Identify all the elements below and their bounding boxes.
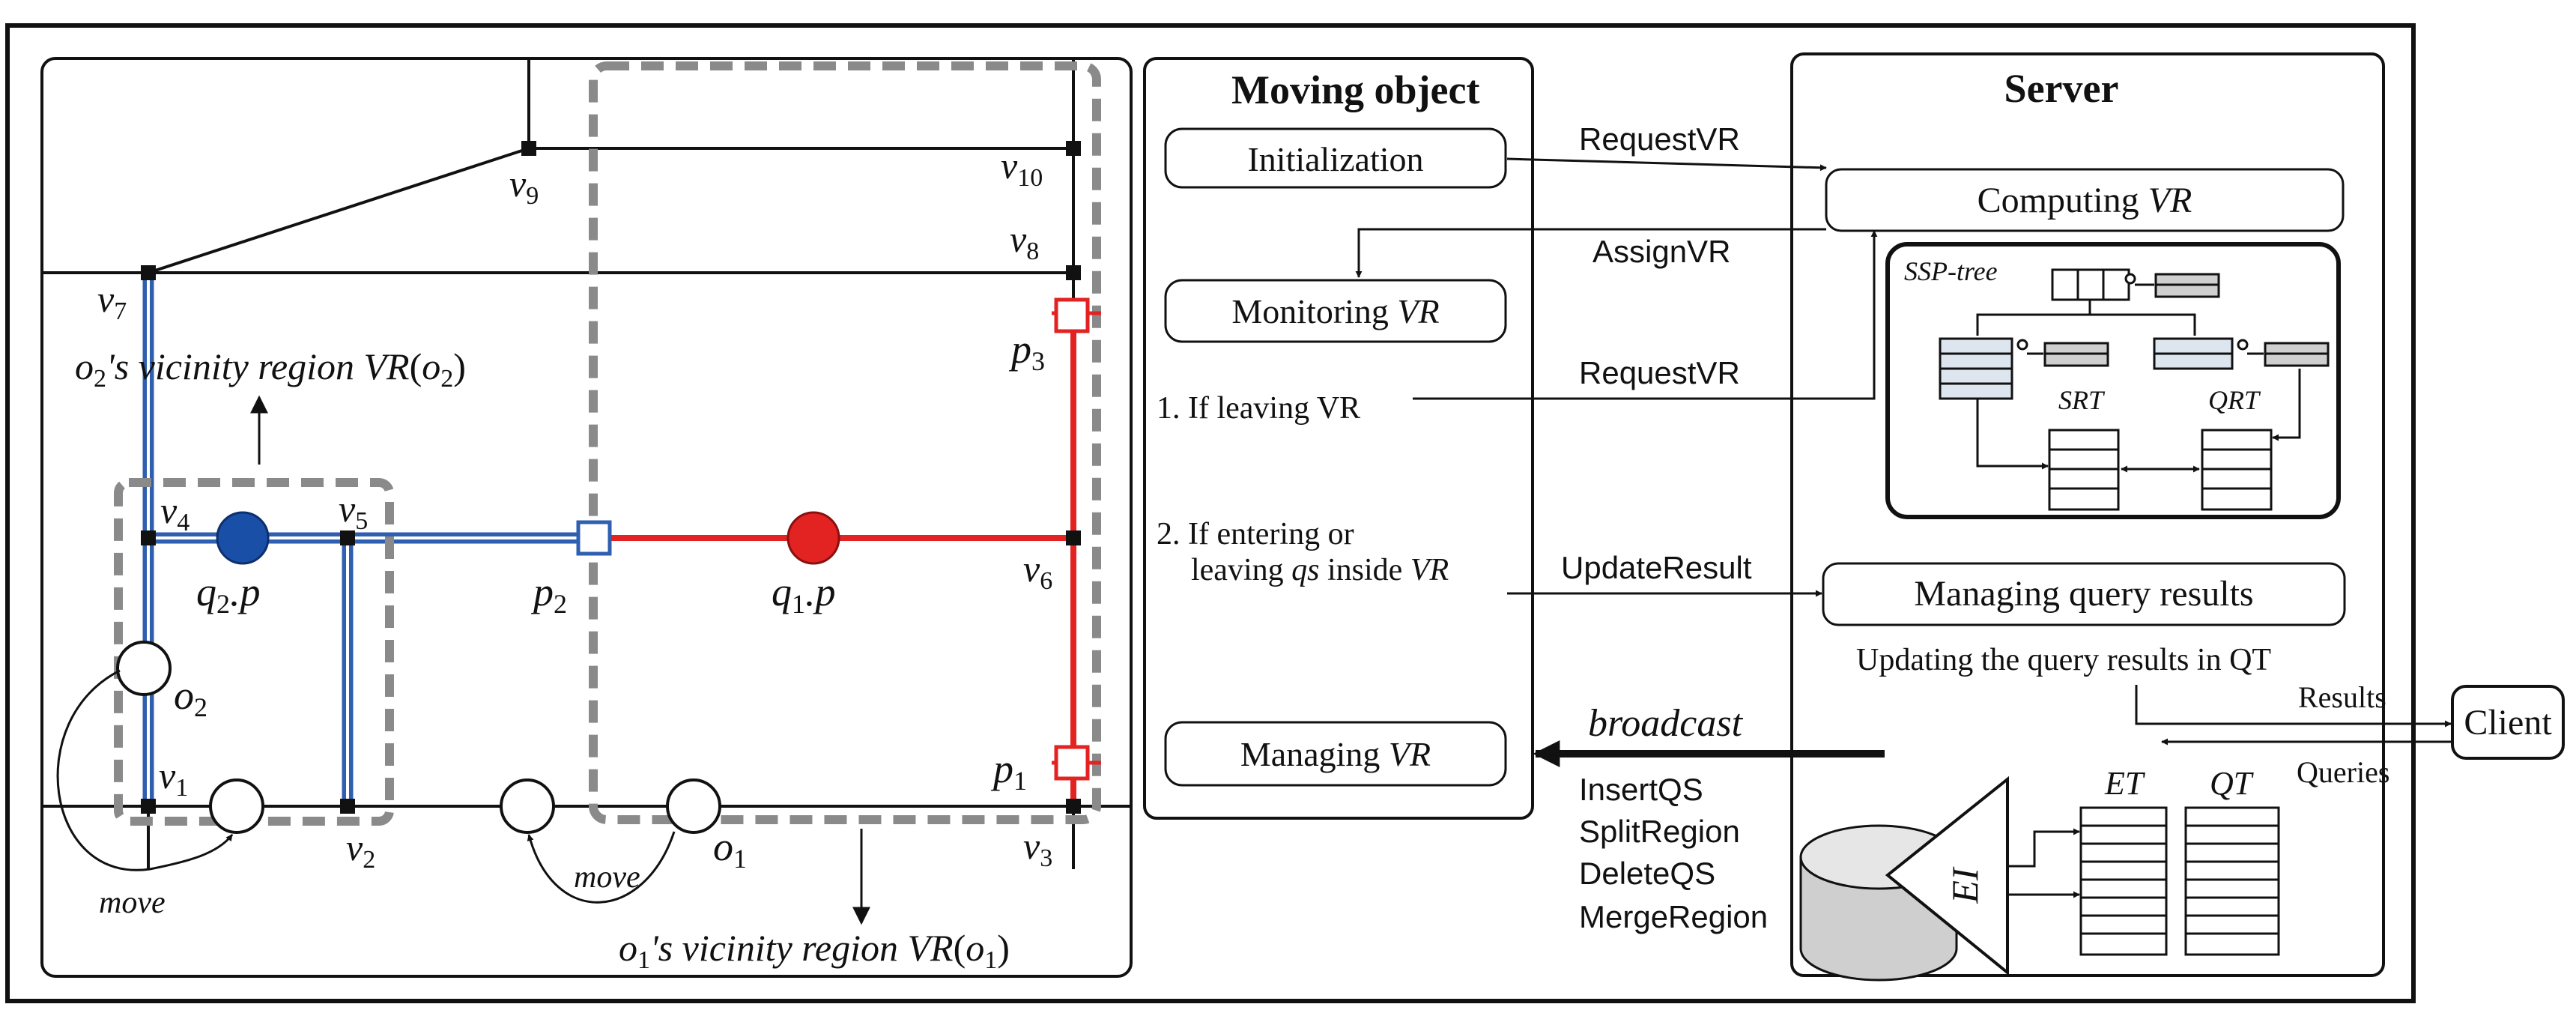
vertex-label-v10: v10 xyxy=(1001,145,1043,192)
moving-object-panel: Moving object Initialization Monitoring … xyxy=(1143,57,1534,820)
et-table xyxy=(2079,806,2168,956)
et-label: ET xyxy=(2104,765,2146,802)
outer-frame xyxy=(5,23,2416,1003)
object-o2-new-circle xyxy=(209,778,264,834)
red-route xyxy=(348,318,1076,806)
request-vr-label-1: RequestVR xyxy=(1579,121,1740,157)
move-label-o1: move xyxy=(574,860,640,895)
qrt-label: QRT xyxy=(2208,385,2261,415)
vertex-labels: v9 v10 v7 v8 v4 v5 v6 v1 v2 v3 xyxy=(97,145,1052,874)
ei-triangle xyxy=(1885,775,2009,976)
managing-vr-label: Managing VR xyxy=(1240,735,1431,773)
road-edges xyxy=(42,58,1131,869)
vicinity-caption-o2: o2's vicinity region VR(o2) xyxy=(75,345,466,393)
monitoring-vr-label: Monitoring VR xyxy=(1231,292,1439,330)
srt-label: SRT xyxy=(2058,385,2106,415)
message-arrows xyxy=(1355,157,1878,597)
object-label-o1: o1 xyxy=(713,824,747,874)
query-point-q1p-marker xyxy=(787,511,840,565)
client-box[interactable] xyxy=(2451,685,2565,760)
vertex-label-v2: v2 xyxy=(346,826,375,874)
managing-vr-box[interactable] xyxy=(1164,721,1507,787)
object-o1-new-circle xyxy=(500,778,555,834)
vertex-label-v6: v6 xyxy=(1023,548,1052,595)
managing-query-results-box[interactable] xyxy=(1822,562,2346,626)
broadcast-item-deleteqs: DeleteQS xyxy=(1579,856,1715,891)
point-p2-marker xyxy=(576,520,612,556)
broadcast-item-insertqs: InsertQS xyxy=(1579,772,1703,807)
moving-object-title: Moving object xyxy=(1231,67,1479,112)
ssp-tree-label: SSP-tree xyxy=(1904,256,1998,286)
client-label: Client xyxy=(2464,703,2552,743)
ssp-root-node xyxy=(2051,268,2220,301)
query-point-label-q1p: q1.p xyxy=(772,569,836,619)
point-label-p2: p2 xyxy=(530,569,567,619)
updating-query-results-text: Updating the query results in QT xyxy=(1856,643,2271,677)
move-arc-o2 xyxy=(56,669,234,871)
assign-vr-label: AssignVR xyxy=(1592,234,1730,269)
move-label-o2: move xyxy=(99,886,166,920)
server-title: Server xyxy=(2004,66,2119,111)
if-leaving-vr-text: 1. If leaving VR xyxy=(1157,391,1360,426)
ssp-table-links xyxy=(1976,369,2301,473)
if-entering-text-line1: 2. If entering or xyxy=(1157,517,1354,551)
object-label-o2: o2 xyxy=(174,673,207,722)
results-arrow xyxy=(2135,685,2452,728)
request-vr-arrow-2 xyxy=(1413,230,1878,400)
managing-query-results-label: Managing query results xyxy=(1914,574,2253,614)
road-network-frame xyxy=(40,57,1133,978)
server-frame xyxy=(1790,52,2385,977)
results-label: Results xyxy=(2298,680,2386,714)
vertex-label-v7: v7 xyxy=(97,278,127,325)
computing-vr-label: Computing VR xyxy=(1978,181,2192,220)
point-p1-marker xyxy=(1052,745,1101,781)
move-arc-o1 xyxy=(527,831,676,904)
assign-vr-arrow xyxy=(1355,228,1826,278)
ssp-right-node xyxy=(2153,337,2330,370)
monitoring-vr-box[interactable] xyxy=(1164,279,1507,343)
ssp-tree-links xyxy=(1976,300,2196,336)
ei-label: EI xyxy=(1944,866,1986,904)
road-network-panel: v9 v10 v7 v8 v4 v5 v6 v1 v2 v3 p3 p2 p1 … xyxy=(40,57,1133,978)
vertex-label-v1: v1 xyxy=(159,755,188,802)
queries-label: Queries xyxy=(2297,755,2389,789)
broadcast-item-mergeregion: MergeRegion xyxy=(1579,899,1768,934)
query-point-label-q2p: q2.p xyxy=(196,569,261,619)
vertex-label-v8: v8 xyxy=(1010,218,1039,265)
ei-links xyxy=(2007,828,2080,898)
server-panel: Server Computing VR SSP-tree xyxy=(1790,52,2385,982)
initialization-box[interactable] xyxy=(1164,127,1507,189)
if-entering-text-line2: leaving qs inside VR xyxy=(1191,553,1449,587)
vicinity-region-o1 xyxy=(589,61,1101,824)
vertex-label-v9: v9 xyxy=(509,163,539,210)
vertex-label-v3: v3 xyxy=(1023,825,1052,872)
computing-vr-box[interactable] xyxy=(1825,168,2345,232)
update-result-label: UpdateResult xyxy=(1561,550,1752,585)
moving-object-frame xyxy=(1143,57,1534,820)
broadcast-item-splitregion: SplitRegion xyxy=(1579,814,1740,849)
request-vr-arrow-1 xyxy=(1506,157,1827,172)
vertex-markers xyxy=(141,141,1081,814)
qt-label: QT xyxy=(2210,765,2255,802)
point-label-p1: p1 xyxy=(990,746,1027,796)
vertex-label-v4: v4 xyxy=(160,489,190,536)
point-label-p3: p3 xyxy=(1008,327,1045,376)
point-p3-marker xyxy=(1052,297,1101,333)
vicinity-caption-o1: o1's vicinity region VR(o1) xyxy=(619,927,1010,974)
client-group: Results Queries Client xyxy=(2135,680,2565,789)
vertex-label-v5: v5 xyxy=(339,488,368,535)
srt-table xyxy=(2048,429,2120,511)
qrt-table xyxy=(2201,429,2273,511)
request-vr-label-2: RequestVR xyxy=(1579,355,1740,390)
broadcast-label: broadcast xyxy=(1588,702,1744,745)
object-o2-circle xyxy=(116,641,172,696)
initialization-label: Initialization xyxy=(1247,140,1423,178)
ssp-left-node xyxy=(1939,337,2109,400)
query-point-q2p-marker xyxy=(216,511,270,565)
object-o1-circle xyxy=(666,778,721,834)
qt-table xyxy=(2184,806,2280,956)
